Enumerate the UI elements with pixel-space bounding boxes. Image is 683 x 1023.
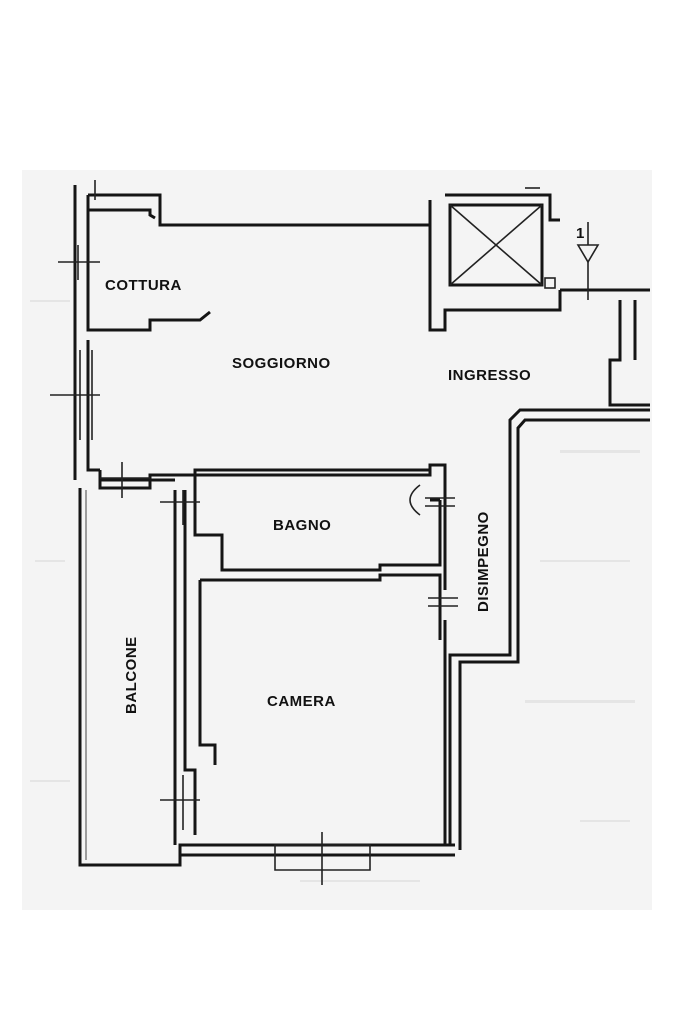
windows [50,180,540,885]
lift-shaft [448,203,556,289]
scan-noise [30,300,640,882]
room-label-disimpegno: DISIMPEGNO [475,511,492,612]
room-label-bagno: BAGNO [273,517,331,534]
scan-background [22,170,652,910]
entrance-arrow-icon [576,222,600,300]
room-label-soggiorno: SOGGIORNO [232,355,331,372]
room-label-balcone: BALCONE [123,636,140,714]
walls [73,185,650,867]
north-mark-label: 1 [576,225,585,242]
room-label-cottura: COTTURA [105,277,182,294]
room-label-camera: CAMERA [267,693,336,710]
room-label-ingresso: INGRESSO [448,367,531,384]
